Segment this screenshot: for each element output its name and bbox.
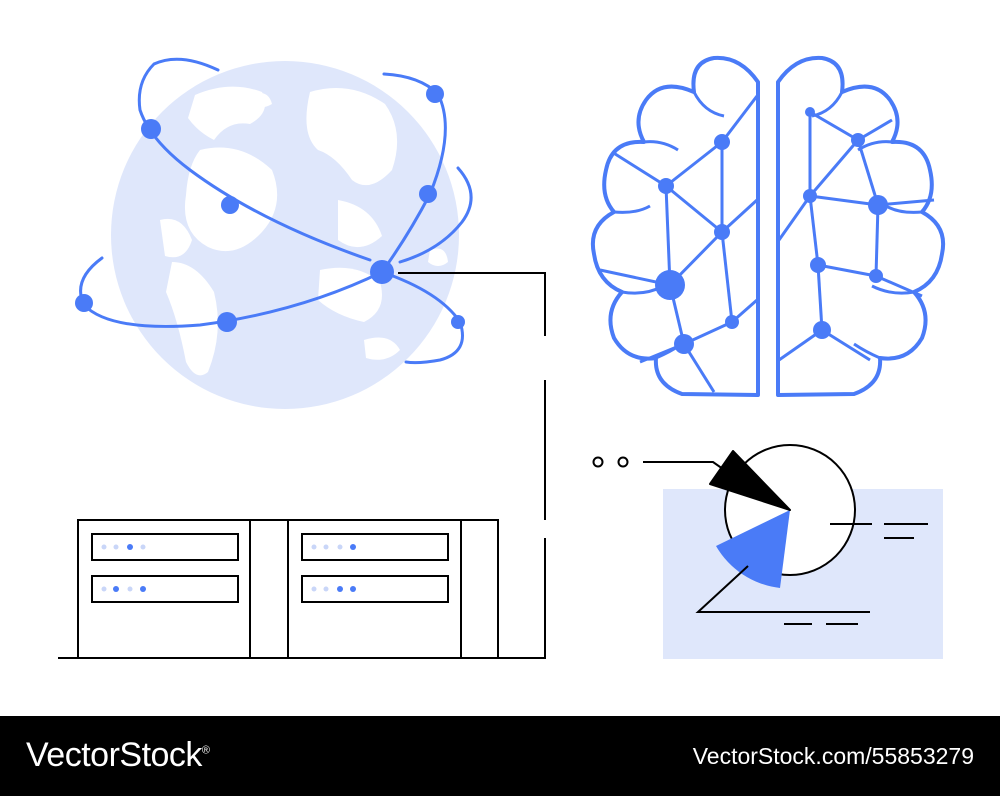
brain-node <box>725 315 739 329</box>
orbit-node <box>426 85 444 103</box>
brain-node <box>714 134 730 150</box>
orbit-node <box>141 119 161 139</box>
brain-node <box>810 257 826 273</box>
brand-text: VectorStock <box>26 736 202 774</box>
brain-node <box>714 224 730 240</box>
orbit-node <box>221 196 239 214</box>
legend-dot <box>592 456 604 468</box>
server-drawer <box>301 575 449 603</box>
brain-node <box>674 334 694 354</box>
server-rack-icon <box>77 519 499 659</box>
orbit-node <box>451 315 465 329</box>
brand-logo: VectorStock® <box>26 736 210 775</box>
brain-right-hemisphere <box>776 55 945 397</box>
orbit-node <box>75 294 93 312</box>
illustration <box>58 55 945 659</box>
brain-node <box>803 189 817 203</box>
server-drawer <box>91 575 239 603</box>
globe-continents <box>160 86 448 376</box>
brain-node <box>813 321 831 339</box>
pie-chart-icon <box>592 444 943 659</box>
brain-network-nodes <box>655 107 888 354</box>
brain-node <box>805 107 815 117</box>
orbit-node <box>217 312 237 332</box>
server-drawer <box>91 533 239 561</box>
watermark-footer: VectorStock® VectorStock.com/55853279 <box>0 716 1000 796</box>
brain-node <box>851 133 865 147</box>
orbit-node <box>419 185 437 203</box>
brain-node <box>868 195 888 215</box>
globe-network-icon <box>75 57 473 409</box>
brain-node <box>658 178 674 194</box>
pie-slice-blue <box>716 510 790 588</box>
pie-legend-lines <box>643 461 928 625</box>
brain-node <box>869 269 883 283</box>
registered-mark: ® <box>201 744 210 757</box>
image-reference: VectorStock.com/55853279 <box>692 743 974 769</box>
server-status-lights <box>101 544 356 592</box>
brain-network-icon <box>591 55 945 397</box>
legend-dot <box>617 456 629 468</box>
brain-node-large <box>655 270 685 300</box>
orbit-nodes <box>75 85 465 332</box>
orbit-node-hub <box>370 260 394 284</box>
server-drawer <box>301 533 449 561</box>
